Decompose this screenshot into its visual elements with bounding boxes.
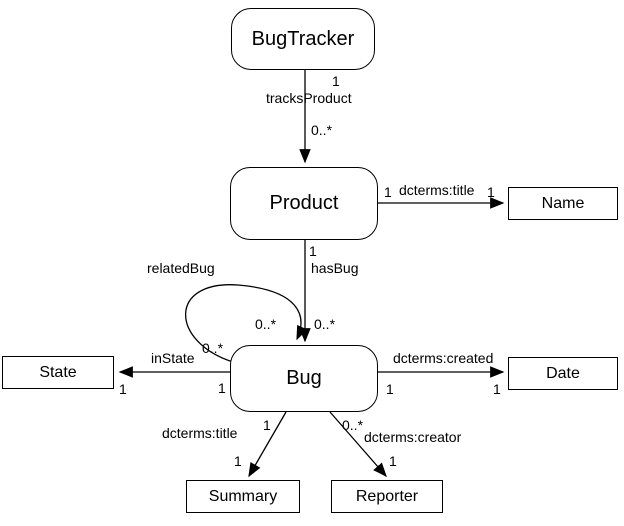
edge-instate-to-card: 1 xyxy=(119,381,127,397)
node-product: Product xyxy=(230,167,378,240)
edge-relatedbug-loop xyxy=(185,284,308,363)
edge-bugtitle-label: dcterms:title xyxy=(162,425,238,441)
node-product-label: Product xyxy=(269,192,339,214)
node-bugtracker-label: BugTracker xyxy=(251,27,355,50)
edge-created-from-card: 1 xyxy=(386,381,394,397)
edge-hasbug-label: hasBug xyxy=(311,260,359,276)
node-name: Name xyxy=(508,187,618,220)
edge-bugtitle-from-card: 1 xyxy=(263,417,271,433)
edge-tracksproduct-label: tracksProduct xyxy=(266,90,352,106)
edge-bugtitle-to-card: 1 xyxy=(234,453,242,469)
node-bug-label: Bug xyxy=(286,367,322,389)
edge-hasbug-from-card: 1 xyxy=(309,243,317,259)
edge-creator-label: dcterms:creator xyxy=(364,429,462,445)
node-summary: Summary xyxy=(186,480,300,513)
node-reporter: Reporter xyxy=(331,480,443,513)
edge-hasbug-to-card: 0..* xyxy=(314,316,336,332)
edge-created-label: dcterms:created xyxy=(393,350,494,366)
node-name-label: Name xyxy=(541,194,585,212)
edge-creator-from-card: 0..* xyxy=(342,417,364,433)
edge-bugtitle-line xyxy=(248,411,287,478)
edge-instate-from-card: 1 xyxy=(218,380,226,396)
edge-producttitle-from-card: 1 xyxy=(384,184,392,200)
edge-relatedbug-from-card: 0..* xyxy=(202,340,224,356)
edge-instate-label: inState xyxy=(151,350,195,366)
edge-creator-line xyxy=(329,411,387,478)
node-bug: Bug xyxy=(230,345,378,412)
edge-tracksproduct-to-card: 0..* xyxy=(311,122,333,138)
node-summary-label: Summary xyxy=(208,487,278,505)
node-date: Date xyxy=(508,357,618,390)
edge-created-to-card: 1 xyxy=(493,381,501,397)
edge-relatedbug-label: relatedBug xyxy=(147,260,215,276)
node-date-label: Date xyxy=(546,364,580,382)
node-state: State xyxy=(2,356,114,389)
node-reporter-label: Reporter xyxy=(355,487,419,505)
edge-producttitle-to-card: 1 xyxy=(487,184,495,200)
node-bugtracker: BugTracker xyxy=(231,8,375,70)
edge-relatedbug-to-card: 0..* xyxy=(255,316,277,332)
node-state-label: State xyxy=(39,363,77,381)
edge-creator-to-card: 1 xyxy=(389,453,397,469)
edge-tracksproduct-from-card: 1 xyxy=(332,73,340,89)
edge-producttitle-label: dcterms:title xyxy=(399,182,475,198)
